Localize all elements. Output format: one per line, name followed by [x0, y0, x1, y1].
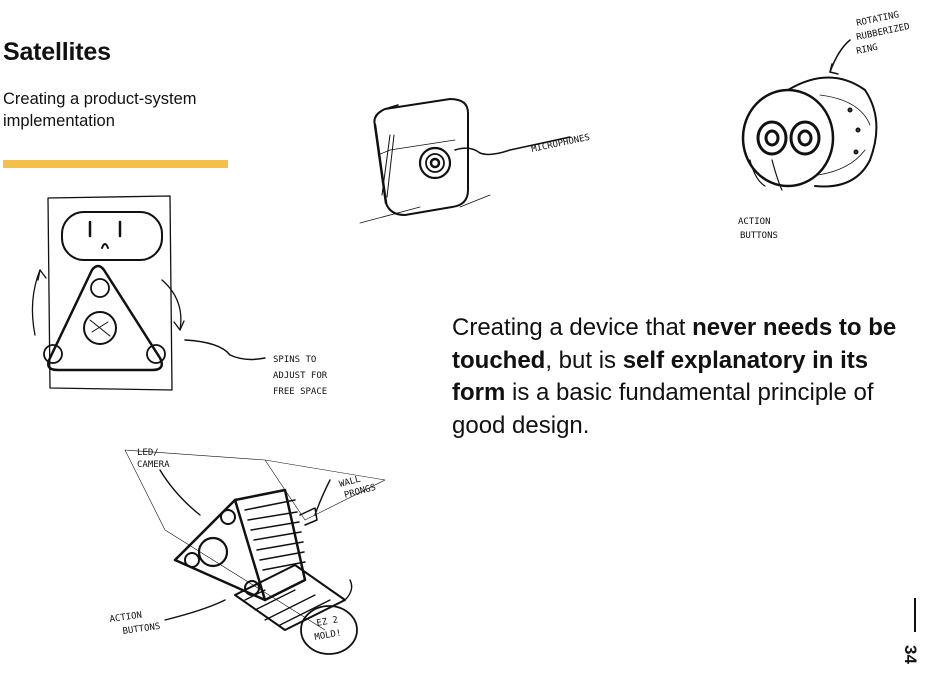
- wheel-buttons-label-1: ACTION: [738, 217, 771, 227]
- body-text-bold: never needs to be touched: [452, 314, 897, 374]
- prism-led-label-1: LED/: [137, 448, 159, 458]
- body-paragraph: Creating a device that never needs to be…: [452, 312, 922, 442]
- ring-label-3: RING: [856, 43, 879, 57]
- body-text-part: Creating a device that: [452, 314, 693, 341]
- body-text-bold: self explanatory in its form: [452, 346, 869, 407]
- prism-mold-label-2: MOLD!: [314, 628, 342, 643]
- outlet-spinner-sketch: SPINS TO ADJUST FOR FREE SPACE: [31, 195, 328, 397]
- rotating-ring-device-sketch: ROTATING RUBBERIZED RING ACTION BUTTONS: [738, 10, 911, 241]
- microphone-device-sketch: MICROPHONES: [359, 98, 591, 224]
- microphone-label: MICROPHONES: [531, 133, 591, 155]
- prism-buttons-label-2: BUTTONS: [122, 622, 161, 637]
- page-subtitle: Creating a product-system implementation: [3, 90, 197, 130]
- wheel-buttons-label-2: BUTTONS: [740, 231, 778, 241]
- prism-mold-label-1: EZ 2: [316, 615, 339, 629]
- outlet-label-1: SPINS TO: [273, 355, 316, 365]
- body-text-part: , but is: [545, 346, 623, 374]
- page-title: Satellites: [3, 38, 111, 66]
- outlet-label-3: FREE SPACE: [273, 387, 327, 397]
- prism-buttons-label-1: ACTION: [109, 611, 143, 625]
- wall-plug-prism-sketch: LED/ CAMERA WALL PRONGS ACTION BUTTONS E…: [109, 448, 386, 655]
- prism-led-label-2: CAMERA: [137, 460, 170, 470]
- accent-bar: [3, 160, 228, 168]
- page-number: 34: [901, 645, 920, 664]
- outlet-label-2: ADJUST FOR: [273, 371, 328, 381]
- body-text-part: is a basic fundamental principle of good…: [452, 379, 874, 439]
- page-number-rule: [914, 598, 916, 632]
